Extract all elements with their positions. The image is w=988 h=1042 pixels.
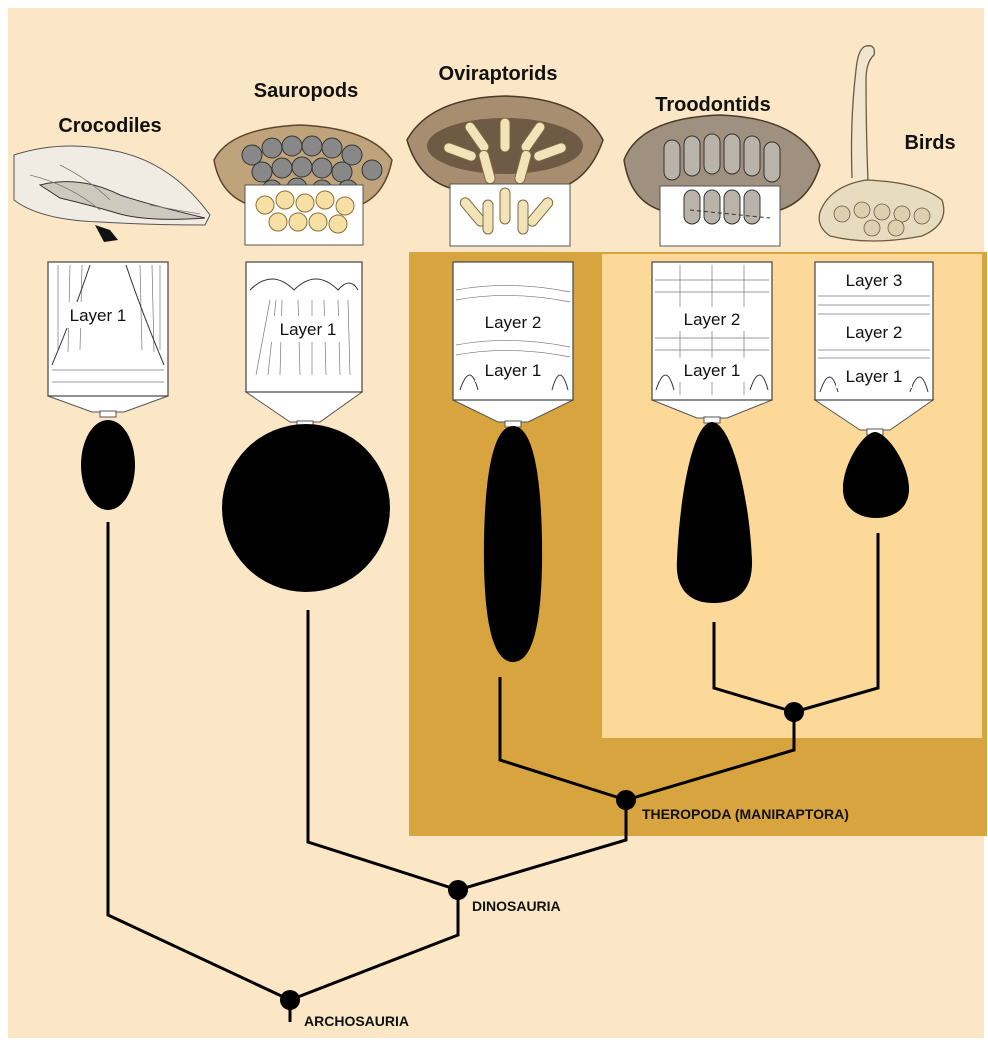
troodontid-eggshell-section: Layer 2 Layer 1 xyxy=(652,262,772,423)
bird-layer-1-label: Layer 1 xyxy=(846,367,903,386)
sauropod-egg xyxy=(222,424,390,592)
troodontid-layer-1-label: Layer 1 xyxy=(684,361,741,380)
sauropod-eggshell-section: Layer 1 xyxy=(246,262,362,427)
bird-layer-2-label: Layer 2 xyxy=(846,323,903,342)
crocodile-egg xyxy=(81,420,135,510)
taxon-birds: Birds xyxy=(904,132,955,154)
oviraptorid-egg xyxy=(484,426,542,662)
oviraptorid-layer-1-label: Layer 1 xyxy=(485,361,542,380)
taxon-troodontids: Troodontids xyxy=(655,94,771,116)
crocodile-layer-1-label: Layer 1 xyxy=(70,306,127,325)
troodontid-layer-2-label: Layer 2 xyxy=(684,310,741,329)
node-paraves xyxy=(784,702,804,722)
crocodile-eggshell-section: Layer 1 xyxy=(48,262,168,417)
bird-layer-3-label: Layer 3 xyxy=(846,271,903,290)
bird-eggshell-section: Layer 3 Layer 2 Layer 1 xyxy=(815,262,933,435)
label-theropoda: THEROPODA (MANIRAPTORA) xyxy=(642,806,849,822)
taxon-crocodiles: Crocodiles xyxy=(58,115,161,137)
node-theropoda xyxy=(616,790,636,810)
label-archosauria: ARCHOSAURIA xyxy=(304,1013,409,1029)
oviraptorid-eggshell-section: Layer 2 Layer 1 xyxy=(453,262,573,427)
label-dinosauria: DINOSAURIA xyxy=(472,898,561,914)
taxon-sauropods: Sauropods xyxy=(254,80,358,102)
sauropod-layer-1-label: Layer 1 xyxy=(280,320,337,339)
node-dinosauria xyxy=(448,880,468,900)
taxon-oviraptorids: Oviraptorids xyxy=(439,63,558,85)
oviraptorid-layer-2-label: Layer 2 xyxy=(485,313,542,332)
node-archosauria xyxy=(280,990,300,1010)
